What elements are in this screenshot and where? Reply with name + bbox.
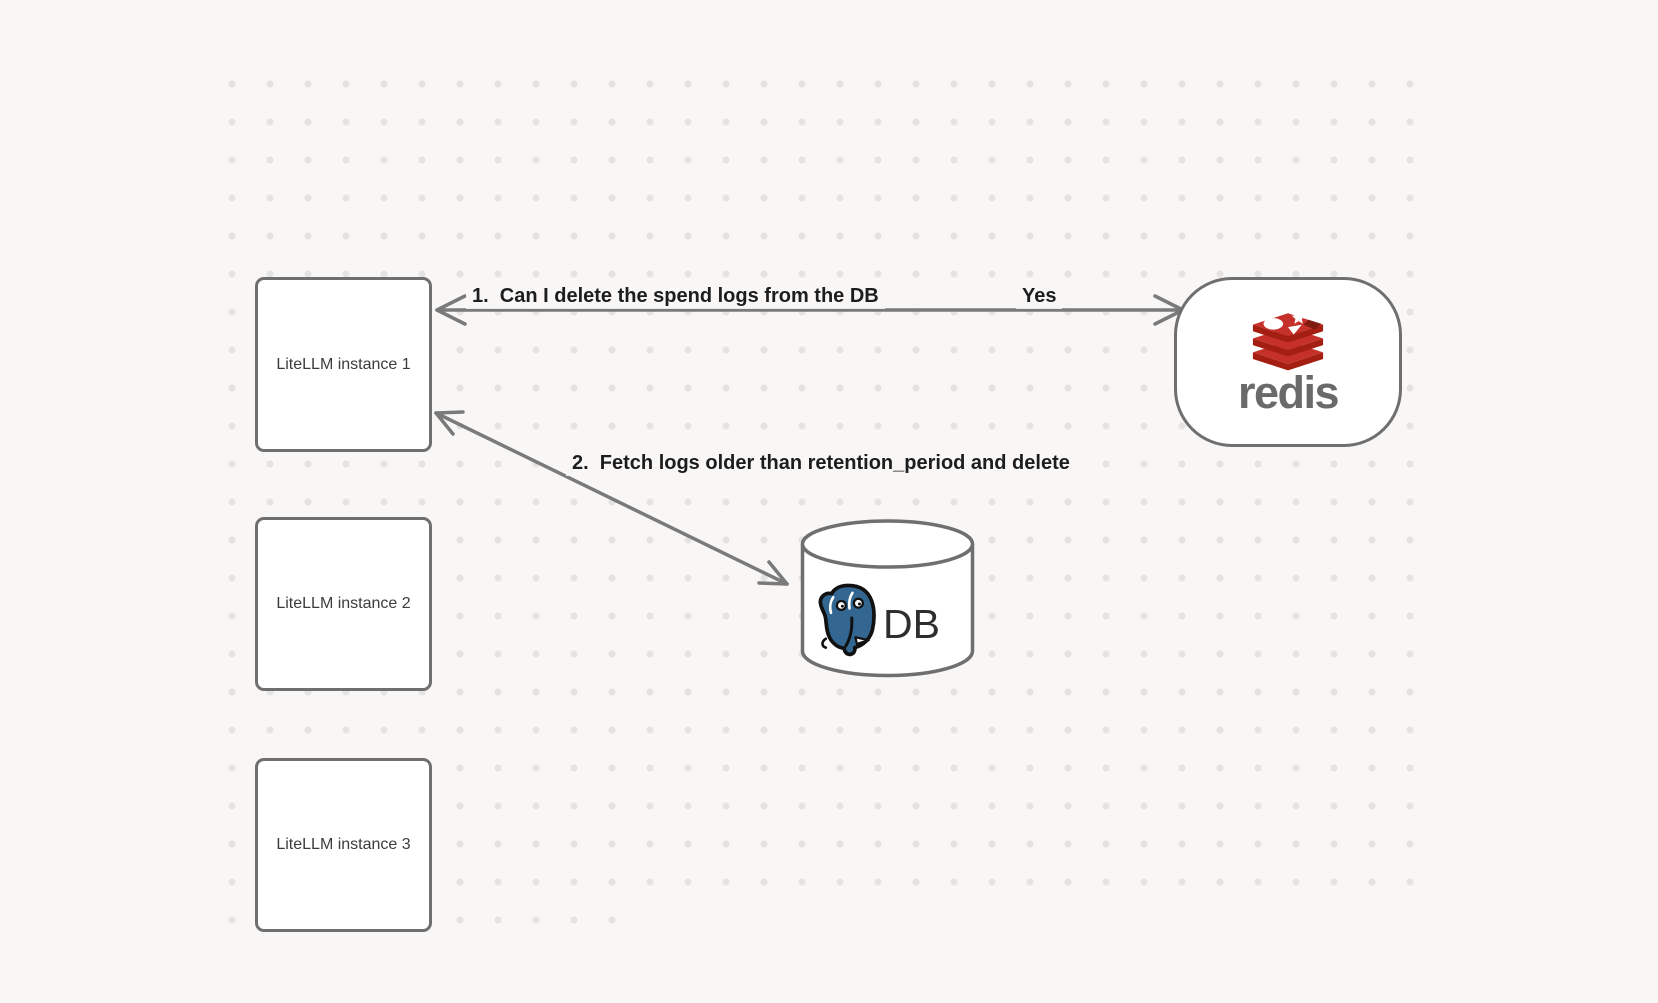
redis-triangle-shape <box>1288 324 1302 334</box>
redis-wordmark: redis <box>1237 366 1340 418</box>
node-label: LiteLLM instance 2 <box>276 595 411 612</box>
redis-star-shape <box>1291 310 1306 324</box>
edge2-label: 2. Fetch logs older than retention_perio… <box>566 450 1076 476</box>
db-label: DB <box>883 601 940 647</box>
node-litellm-instance-2: LiteLLM instance 2 <box>255 517 432 691</box>
node-label: LiteLLM instance 3 <box>276 836 411 853</box>
edge1-response-label: Yes <box>1016 283 1063 309</box>
postgresql-elephant-icon <box>818 583 876 657</box>
node-redis: redis <box>1174 277 1402 447</box>
redis-stack-icon <box>1252 310 1324 370</box>
edge1-label: 1. Can I delete the spend logs from the … <box>466 283 885 309</box>
redis-cube-shape <box>1303 319 1322 330</box>
node-litellm-instance-3: LiteLLM instance 3 <box>255 758 432 932</box>
node-litellm-instance-1: LiteLLM instance 1 <box>255 277 432 452</box>
node-db: DB <box>799 517 976 679</box>
redis-circle-shape <box>1263 317 1284 330</box>
node-label: LiteLLM instance 1 <box>276 355 411 373</box>
